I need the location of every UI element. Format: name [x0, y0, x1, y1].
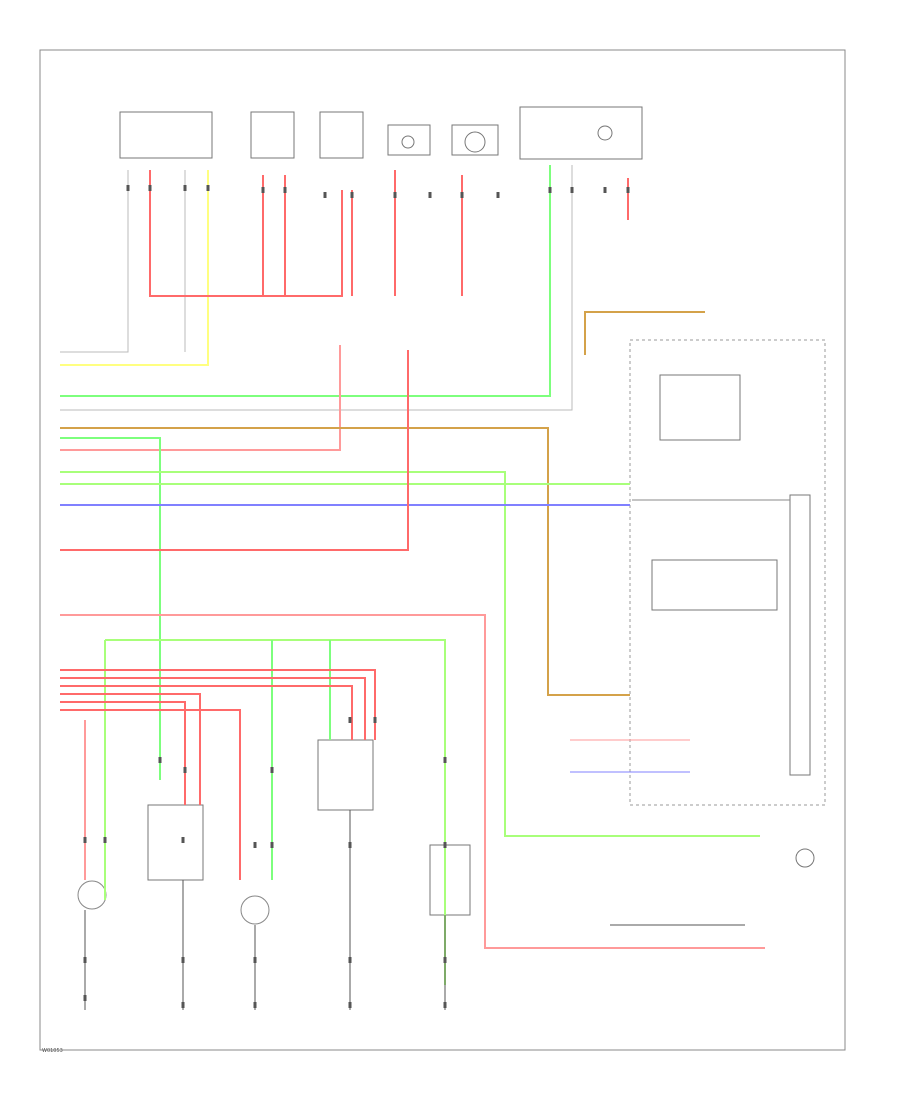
connector-pin [158, 757, 162, 763]
connector-pin [323, 192, 327, 198]
connector-pin [348, 717, 352, 723]
module-inner-box-2 [659, 374, 741, 441]
wire-pink-lower [60, 614, 765, 949]
module-connector-strip [789, 494, 811, 776]
connector-pin [443, 957, 447, 963]
connector-pin [126, 185, 130, 191]
connector-layer [83, 185, 630, 1008]
connector-pin [548, 187, 552, 193]
wire-light-green-4 [105, 639, 446, 985]
connector-pin [148, 185, 152, 191]
lock-switch-box [119, 111, 213, 159]
connector-pin [253, 1002, 257, 1008]
connector-pin [603, 187, 607, 193]
footer-code: W01053 [42, 1048, 63, 1054]
connector-pin [181, 957, 185, 963]
wire-orange-top [584, 311, 705, 355]
lower-lamp-1 [77, 880, 107, 910]
wire-red-upper [149, 170, 343, 297]
connector-pin [183, 767, 187, 773]
module-dashed-box [629, 339, 826, 806]
lamp-bulb-left [464, 131, 486, 153]
connector-pin [270, 767, 274, 773]
lower-box-b [317, 739, 374, 811]
connector-pin [348, 957, 352, 963]
connector-pin [83, 957, 87, 963]
connector-pin [206, 185, 210, 191]
lower-lamp-2 [240, 895, 270, 925]
connector-pin [350, 192, 354, 198]
wire-red-bundle-4 [60, 693, 201, 805]
module-inner-box-1 [651, 559, 778, 611]
top-components [119, 106, 643, 160]
lamp-bulb-right [401, 135, 415, 149]
lower-components [77, 739, 471, 925]
connector-pin [443, 842, 447, 848]
connector-pin [570, 187, 574, 193]
left-lamp-box [451, 124, 499, 156]
connector-pin [253, 957, 257, 963]
module-bulb [795, 848, 815, 868]
diagram-frame [39, 49, 846, 1051]
wire-orange-mid [60, 427, 630, 696]
connector-pin [348, 842, 352, 848]
right-module [629, 339, 826, 868]
connector-pin [181, 837, 185, 843]
connector-pin [283, 187, 287, 193]
connector-pin [103, 837, 107, 843]
wire-red-bundle-5 [60, 701, 186, 805]
lower-box-c [429, 844, 471, 916]
connector-pin [428, 192, 432, 198]
left-switch-box [319, 111, 364, 159]
connector-pin [626, 187, 630, 193]
wire-layer [60, 165, 765, 1010]
connector-pin [348, 1002, 352, 1008]
connector-pin [183, 185, 187, 191]
connector-pin [83, 837, 87, 843]
connector-pin [261, 187, 265, 193]
wire-red-lower [60, 350, 409, 551]
connector-pin [496, 192, 500, 198]
connector-pin [373, 717, 377, 723]
wire-pink-mid [60, 345, 341, 451]
switch-lamp [597, 125, 613, 141]
connector-pin [181, 1002, 185, 1008]
wire-gray-top-1 [60, 170, 129, 353]
right-lamp-box [387, 124, 431, 156]
connector-pin [270, 842, 274, 848]
connector-pin [443, 757, 447, 763]
combination-switch-box [519, 106, 643, 160]
connector-pin [83, 995, 87, 1001]
connector-pin [443, 1002, 447, 1008]
wire-red-bundle-2 [60, 677, 366, 740]
wire-light-green-1 [60, 471, 760, 837]
wire-red-bundle-6 [60, 709, 241, 880]
wire-red-bundle-1 [60, 669, 376, 740]
wire-yellow-top [60, 170, 209, 366]
connector-pin [393, 192, 397, 198]
wire-red-bundle-3 [60, 685, 353, 740]
lower-box-a [147, 804, 204, 881]
wire-green-top [60, 165, 551, 397]
right-switch-box [250, 111, 295, 159]
wire-gray-mid [60, 165, 573, 411]
connector-pin [253, 842, 257, 848]
wire-green-left [60, 437, 161, 780]
connector-pin [460, 192, 464, 198]
